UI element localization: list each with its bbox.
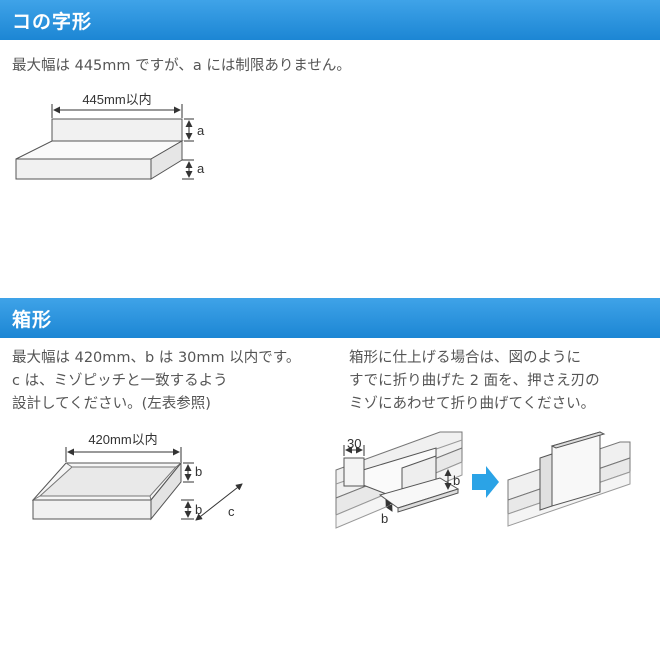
text-line: c は、ミゾピッチと一致するよう [12, 373, 228, 389]
height-label-a-bottom: a [197, 161, 205, 176]
bender-left [335, 431, 463, 529]
width-label-420: 420mm以内 [88, 432, 157, 447]
text-line: 最大幅は 420mm、b は 30mm 以内です。 [12, 350, 301, 366]
height-label-a-top: a [197, 123, 205, 138]
text-line: 箱形に仕上げる場合は、図のように [349, 350, 581, 366]
bender-right [507, 431, 631, 527]
text-line: すでに折り曲げた 2 面を、押さえ刃の [349, 373, 600, 389]
b-label-bottom-fold: b [381, 511, 388, 526]
text-line: ミゾにあわせて折り曲げてください。 [349, 396, 596, 412]
b-label-top: b [195, 464, 202, 479]
text-line: 設計してください。(左表参照) [12, 396, 211, 412]
box-side [150, 461, 182, 521]
dim-30-label: 30 [347, 436, 361, 451]
section-title: コの字形 [12, 10, 93, 33]
section-header-u-shape: コの字形 [0, 0, 660, 40]
arrow-right-icon [472, 466, 499, 498]
width-label-445: 445mm以内 [82, 92, 151, 107]
section-title: 箱形 [12, 308, 53, 331]
b-label-right: b [453, 473, 460, 488]
box-shape-right-text: 箱形に仕上げる場合は、図のように すでに折り曲げた 2 面を、押さえ刃の ミゾに… [349, 347, 600, 416]
section-header-box-shape: 箱形 [0, 298, 660, 338]
u-shape-description: 最大幅は 445mm ですが、a には制限ありません。 [12, 58, 351, 74]
box-shape-left-text: 最大幅は 420mm、b は 30mm 以内です。 c は、ミゾピッチと一致する… [12, 347, 300, 416]
c-label: c [228, 504, 235, 519]
